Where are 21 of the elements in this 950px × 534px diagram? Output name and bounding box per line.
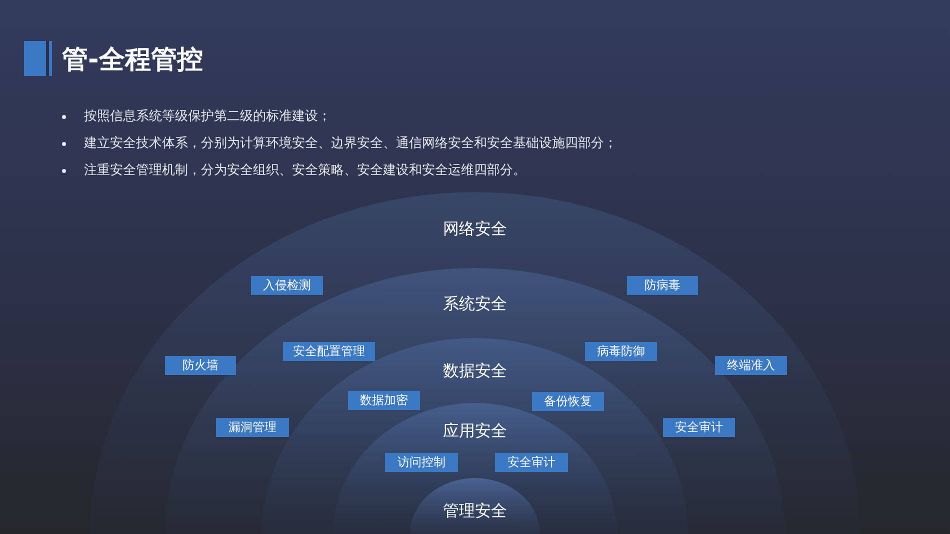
layer-label: 数据安全 xyxy=(443,361,507,381)
tag-label: 终端准入 xyxy=(715,356,787,375)
bullet-text: 注重安全管理机制，分为安全组织、安全策略、安全建设和安全运维四部分。 xyxy=(84,162,526,179)
layer-label: 系统安全 xyxy=(443,294,507,314)
tag-label: 病毒防御 xyxy=(585,342,657,361)
tag-label: 漏洞管理 xyxy=(216,418,289,437)
layer-label: 网络安全 xyxy=(443,219,507,239)
layer-label: 管理安全 xyxy=(443,501,507,521)
tag-label: 安全审计 xyxy=(663,418,735,437)
layer-label: 应用安全 xyxy=(443,421,507,441)
tag-label: 安全配置管理 xyxy=(283,342,375,361)
bullet-text: 建立安全技术体系，分别为计算环境安全、边界安全、通信网络安全和安全基础设施四部分； xyxy=(84,135,617,152)
tag-label: 访问控制 xyxy=(385,453,458,472)
tag-label: 防病毒 xyxy=(627,276,698,295)
tag-label: 防火墙 xyxy=(165,356,236,375)
tag-label: 备份恢复 xyxy=(532,392,604,411)
title: 管-全程管控 xyxy=(62,44,203,77)
tag-label: 安全审计 xyxy=(495,453,568,472)
bullet-text: 按照信息系统等级保护第二级的标准建设； xyxy=(84,108,331,125)
tag-label: 数据加密 xyxy=(348,391,420,410)
tag-label: 入侵检测 xyxy=(251,276,323,295)
